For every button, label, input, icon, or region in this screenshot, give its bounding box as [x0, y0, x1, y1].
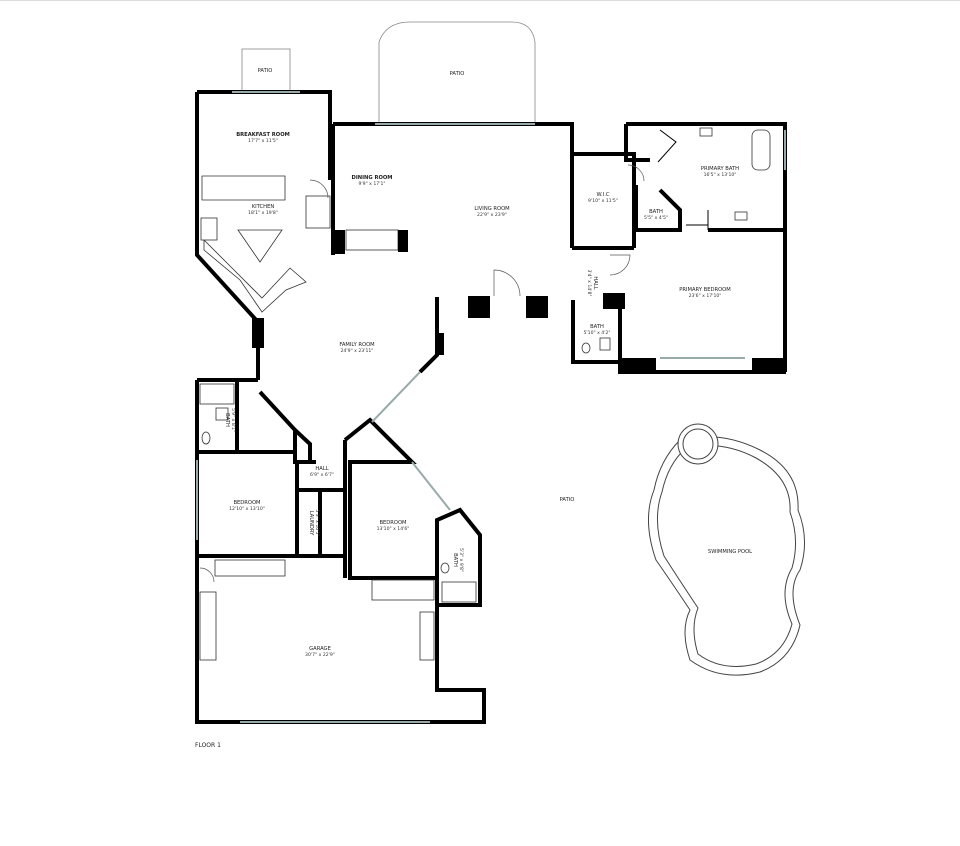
room-label: KITCHEN: [252, 204, 275, 210]
family-room-walls: [418, 297, 439, 374]
door-swing: [493, 269, 521, 297]
column: [333, 230, 345, 254]
room-label: BATH: [452, 553, 458, 567]
room-label: HALL: [315, 466, 328, 472]
room-label: BREAKFAST ROOM: [236, 132, 290, 138]
family-glass-wall: [371, 371, 421, 423]
room-label: BEDROOM: [379, 520, 406, 526]
room-label: BATH: [224, 413, 230, 427]
garage-shelf: [199, 591, 217, 661]
room-label: GARAGE: [309, 646, 331, 652]
room-dimension: 9'10" x 11'5": [588, 198, 618, 204]
toilet: [201, 431, 211, 445]
kitchen-island: [237, 229, 283, 263]
room-label: W.I.C: [597, 192, 610, 198]
toilet: [440, 562, 450, 574]
primary-bath-inner-walls: [657, 129, 709, 230]
room-label: LAUNDRY: [308, 511, 314, 537]
room-dimension: 5'3" x 9'8": [458, 548, 464, 572]
kitchen-range: [200, 217, 218, 241]
room-dimension: 17'7" x 11'5": [248, 138, 278, 144]
kitchen-lower-counter: [203, 239, 307, 313]
spa-inner: [682, 428, 714, 460]
column: [468, 296, 490, 318]
shower: [199, 383, 235, 405]
door-swing: [627, 164, 645, 182]
column: [252, 318, 264, 348]
room-label: BATH: [590, 324, 604, 330]
bedroom-mid-walls: [195, 417, 486, 724]
door-swing: [309, 179, 329, 199]
toilet: [581, 342, 591, 354]
room-label: LIVING ROOM: [474, 206, 509, 212]
room-dimension: 6'9" x 6'7": [310, 472, 334, 478]
room-dimension: 13'10" x 14'6": [377, 526, 410, 532]
garage-shelf: [214, 559, 286, 577]
room-dimension: 30'7" x 22'9": [305, 652, 335, 658]
sink: [215, 407, 229, 421]
room-label: BATH: [649, 209, 663, 215]
room-label: PRIMARY BATH: [701, 166, 739, 172]
sink: [599, 337, 611, 351]
column: [603, 293, 625, 309]
room-label: PRIMARY BEDROOM: [679, 287, 730, 293]
room-label: PATIO: [560, 497, 575, 503]
room-dimension: 23'6" x 17'10": [689, 293, 722, 299]
column: [398, 230, 408, 252]
room-dimension: 5'3" x 10'5": [314, 509, 320, 536]
sink: [699, 127, 713, 137]
laundry-walls: [297, 488, 347, 558]
west-wing-walls: [195, 378, 316, 558]
room-label: SWIMMING POOL: [708, 549, 752, 555]
column: [620, 358, 656, 374]
patio-living-area: [378, 21, 536, 124]
room-dimension: 9'9" x 17'1": [358, 181, 385, 187]
room-dimension: 24'9" x 23'11": [341, 348, 374, 354]
shower: [441, 581, 477, 603]
column: [436, 333, 444, 355]
room-label: BEDROOM: [233, 500, 260, 506]
room-dimension: 5'10" x 4'2": [583, 330, 610, 336]
room-label: DINING ROOM: [352, 175, 393, 181]
garage-shelf: [371, 579, 435, 601]
bath-small-walls: [634, 185, 682, 232]
sink: [734, 211, 748, 221]
room-label: PATIO: [258, 68, 273, 74]
bedroom-glass-wall: [411, 461, 451, 511]
top-border: [0, 0, 960, 1]
room-dimension: 5'9" x 8'1": [230, 408, 236, 432]
room-dimension: 12'10" x 13'10": [229, 506, 265, 512]
column: [526, 296, 548, 318]
room-dimension: 22'9" x 23'9": [477, 212, 507, 218]
room-label: FAMILY ROOM: [339, 342, 374, 348]
bathtub: [751, 129, 771, 171]
room-dimension: 16'5" x 13'10": [704, 172, 737, 178]
door-swing: [199, 567, 215, 583]
room-label: PATIO: [450, 71, 465, 77]
column: [752, 358, 786, 374]
room-dimension: 5'5" x 4'5": [644, 215, 668, 221]
garage-shelf: [419, 611, 435, 661]
door-swing: [609, 254, 631, 276]
floor-label: FLOOR 1: [195, 742, 221, 749]
dining-bar: [345, 229, 399, 251]
swimming-pool-inner: [656, 445, 796, 667]
room-label: HALL: [592, 276, 598, 289]
kitchen-counter: [201, 175, 286, 201]
dining-counter: [305, 195, 331, 229]
room-dimension: 3'4" x 14'8": [586, 269, 592, 296]
room-dimension: 18'1" x 19'8": [248, 210, 278, 216]
